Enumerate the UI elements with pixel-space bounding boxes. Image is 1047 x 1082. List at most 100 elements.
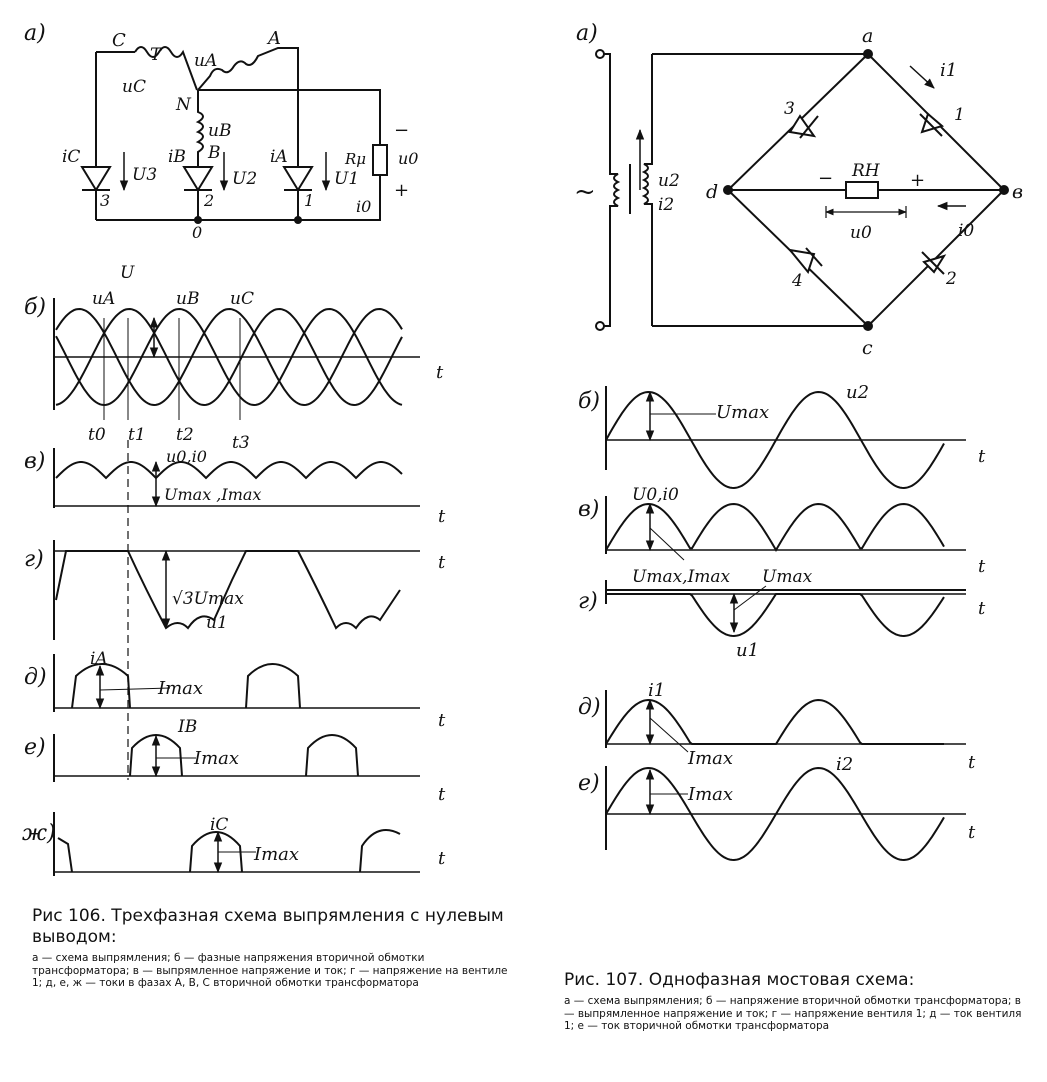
panel-v-label: в) [24,449,45,474]
label-node-v: в [1012,181,1023,203]
fig107-circuit-labels: а) a i1 3 1 ~ u2 i2 d RH − + в u0 i0 4 2… [574,21,1023,359]
fig106-graph-b: б) U uA uB uC t0 t1 t2 t3 t [24,263,444,453]
label-B: B [207,143,221,163]
label-t-d-r: t [968,752,976,773]
label-diode1-r: 1 [954,105,965,125]
label-Rmu: Rμ [344,150,366,168]
label-iC-graph: iC [210,815,228,835]
label-t2: t2 [176,425,194,445]
label-t-b-r: t [978,446,986,467]
fig107-graph-g: Umax,Imax Umax г) u1 t [578,567,986,661]
caption-107-title: Рис. 107. Однофазная мостовая схема: [564,970,915,990]
label-Imax-d-r: Imax [687,748,733,769]
fig106-graph-d: д) iA Imax t [24,649,446,731]
label-U1: U1 [334,169,359,189]
fig106-graph-g: г) √3Umax u1 t [24,540,446,640]
node-v [999,185,1009,195]
panel-a-label-r: а) [576,21,598,46]
panel-v-label-r: в) [578,497,599,522]
valve-voltage-wave [55,550,401,630]
label-Imax-e-r: Imax [687,784,733,805]
label-uB: uB [208,121,231,141]
label-sqrt3-Umax: √3Umax [172,589,244,609]
current-A-pulses [71,663,301,709]
label-u0: u0 [398,149,418,168]
label-t-e: t [438,784,446,805]
node-c [863,321,873,331]
label-N: N [175,95,192,115]
label-iB: iB [168,147,186,167]
label-t-zh: t [438,848,446,869]
label-node-c: c [862,337,873,359]
label-Imax-zh: Imax [253,844,299,865]
label-uB-graph: uB [176,289,199,309]
label-node-a: a [862,25,873,47]
fig106-circuit [80,46,388,221]
panel-a-label: а) [24,21,46,46]
label-diode3-r: 3 [784,99,795,119]
current-C-pulses [57,829,401,873]
label-tilde: ~ [574,177,596,207]
label-t-g: t [438,552,446,573]
rectified-wave [55,461,403,480]
panel-e-label: е) [24,735,46,760]
rectified-wave-r [605,502,945,552]
label-t0: t0 [88,425,106,445]
label-t-v-r: t [978,556,986,577]
label-plus: + [394,180,409,201]
label-0: 0 [192,223,202,242]
label-Umax-Imax: Umax ,Imax [164,485,261,504]
label-t-e-r: t [968,822,976,843]
label-u0-r: u0 [850,223,872,243]
label-node-d: d [706,181,718,203]
label-U3: U3 [132,165,157,185]
label-U2: U2 [232,169,257,189]
panel-g-label-r: г) [578,589,598,614]
label-Umax-b: Umax [716,402,769,423]
panel-zh-label: ж) [22,821,56,846]
secondary-voltage-wave [605,390,945,490]
valve-current-wave [605,698,944,745]
label-i1-graph: i1 [648,680,665,701]
fig107-graph-b: б) Umax u2 t [578,382,986,490]
panel-d-label-r: д) [578,695,601,720]
label-i2-graph: i2 [836,754,853,775]
label-diode2-r: 2 [945,269,957,289]
label-uA: uA [194,51,217,71]
label-u2-graph: u2 [846,382,869,403]
label-t-d: t [438,710,446,731]
label-U: U [120,263,135,283]
label-i1: i1 [940,60,957,81]
label-diode4-r: 4 [791,271,803,291]
label-u1: u1 [206,613,228,633]
panel-d-label: д) [24,665,47,690]
panel-g-label: г) [24,547,44,572]
phase-waves [55,307,403,407]
caption-106: Рис 106. Трехфазная схема выпрямления с … [32,906,512,990]
label-T: T [150,45,163,65]
label-uC-graph: uC [230,289,254,309]
label-t1: t1 [128,425,146,445]
caption-107: Рис. 107. Однофазная мостовая схема: а —… [564,970,1034,1033]
fig106-graph-e: е) IB Imax t [24,717,446,805]
panel-e-label-r: е) [578,771,600,796]
node-right [294,216,302,224]
caption-107-text: а — схема выпрямления; б — напряжение вт… [564,995,1022,1032]
label-minus: − [394,120,409,141]
fig107-graph-e: е) Imax t [578,766,976,862]
label-uA-graph: uA [92,289,115,309]
label-U0-i0: U0,i0 [632,485,679,505]
label-IB: IB [177,717,197,737]
label-t-b: t [436,362,444,383]
label-diode1: 1 [304,191,314,210]
label-uC: uC [122,77,146,97]
secondary-current-wave [605,766,945,862]
label-Imax-d: Imax [157,678,203,699]
label-t-v: t [438,506,446,527]
label-iA: iA [270,147,288,167]
label-plus-r: + [910,170,925,191]
label-u1-r: u1 [736,640,759,661]
fig106-circuit-labels: а) C T uA A uC N uB B iC iB iA U3 U2 U1 … [24,21,418,242]
caption-106-text: а — схема выпрямления; б — фазные напряж… [32,952,508,989]
